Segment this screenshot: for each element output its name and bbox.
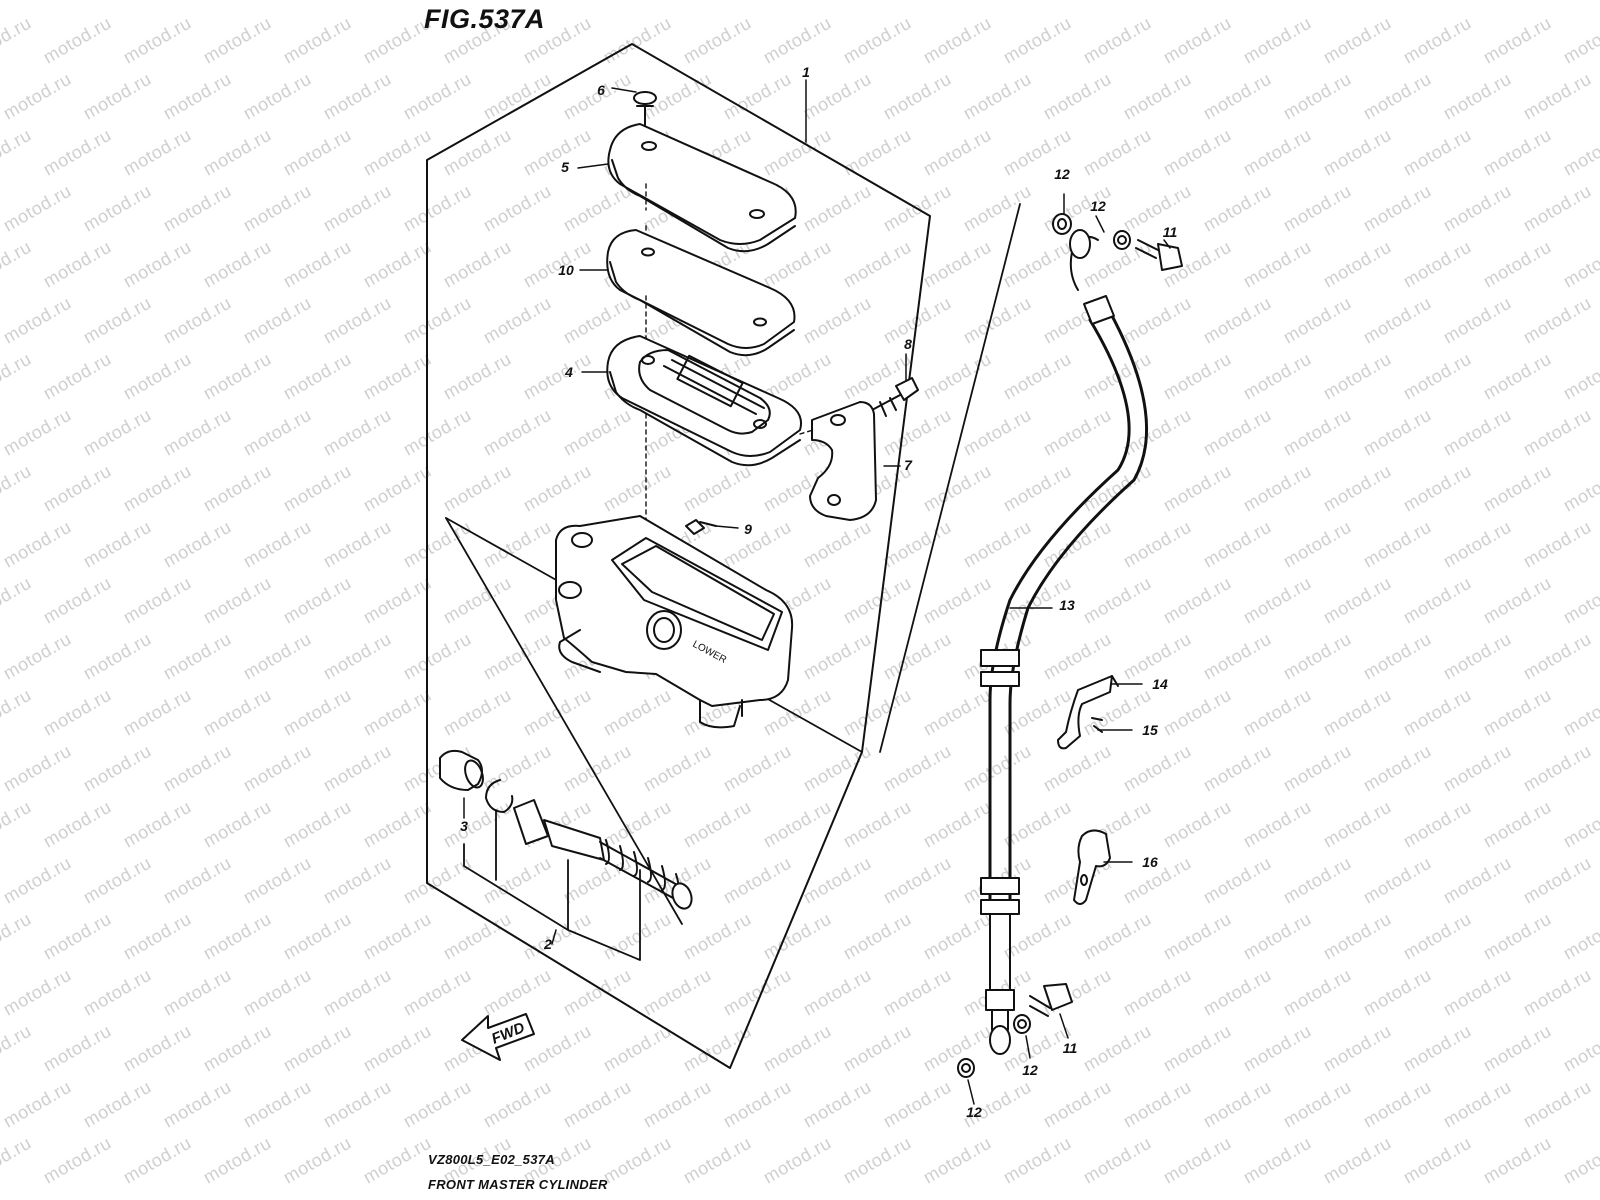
callout-7: 7 [904, 457, 912, 473]
callout-15: 15 [1142, 722, 1158, 738]
callout-12-bottom-left: 12 [966, 1104, 982, 1120]
callout-3: 3 [460, 818, 468, 834]
handlebar-clamp-part [809, 401, 877, 521]
callout-10: 10 [558, 262, 574, 278]
hose-clamp-part [1073, 829, 1111, 905]
callout-6: 6 [597, 82, 605, 98]
figure-title: FIG.537A [424, 4, 546, 34]
callout-2: 2 [544, 936, 552, 952]
piston-kit-bracket [463, 809, 641, 961]
callout-4: 4 [565, 364, 573, 380]
master-cylinder-body [555, 515, 794, 729]
brake-hose-part [980, 229, 1149, 1055]
hose-bracket-part [1057, 675, 1119, 750]
callout-leaders [463, 79, 1171, 1105]
callout-14: 14 [1152, 676, 1168, 692]
diaphragm-part [606, 335, 802, 467]
callout-16: 16 [1142, 854, 1158, 870]
clamp-bolt-part [867, 377, 919, 425]
callout-8: 8 [904, 336, 912, 352]
reservoir-cap-part [607, 123, 797, 253]
caption-code: VZ800L5_E02_537A [428, 1152, 555, 1167]
piston-kit-part [439, 749, 693, 910]
callout-1: 1 [802, 64, 810, 80]
union-bolt-bottom-part [1029, 983, 1073, 1017]
callout-12-top-left: 12 [1054, 166, 1070, 182]
callout-5: 5 [561, 159, 569, 175]
callout-12-top-right: 12 [1090, 198, 1106, 214]
callout-13: 13 [1059, 597, 1075, 613]
washers-part [957, 213, 1131, 1078]
callout-9: 9 [744, 521, 752, 537]
screw-part [633, 91, 657, 133]
union-bolt-top-part [1135, 239, 1183, 271]
callout-11-bottom: 11 [1062, 1040, 1078, 1056]
callout-11-top: 11 [1162, 224, 1178, 240]
callout-12-bottom-right: 12 [1022, 1062, 1038, 1078]
diaphragm-plate-part [606, 229, 796, 357]
forward-arrow-icon [461, 1013, 535, 1061]
caption-name: FRONT MASTER CYLINDER [428, 1177, 608, 1192]
screw-9-part [685, 519, 717, 535]
